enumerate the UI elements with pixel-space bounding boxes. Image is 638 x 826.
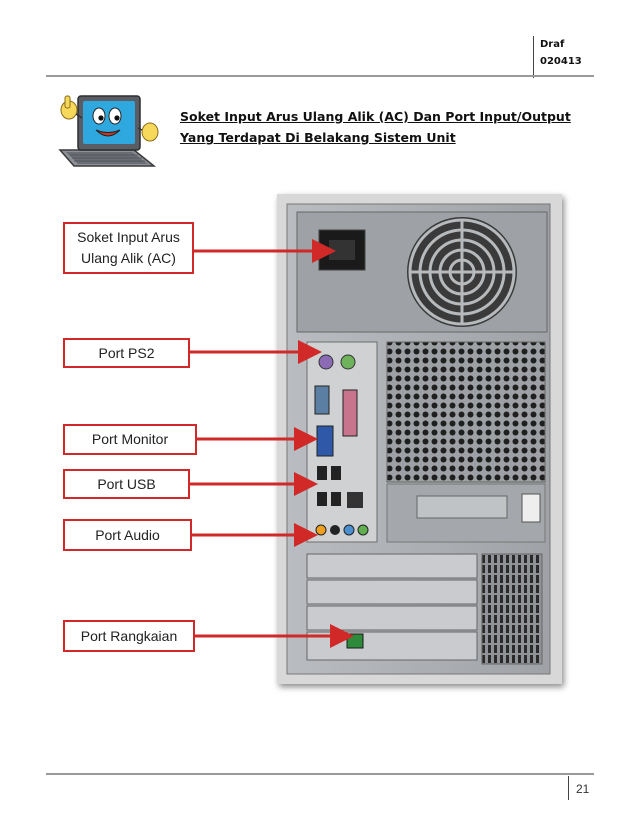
label-port-usb: Port USB (63, 469, 190, 499)
draft-label: Draf (540, 39, 565, 50)
label-port-audio: Port Audio (63, 519, 192, 551)
header-rule (46, 75, 594, 77)
title-line-1: Soket Input Arus Ulang Alik (AC) Dan Por… (180, 109, 571, 124)
title-line-2: Yang Terdapat Di Belakang Sistem Unit (180, 130, 456, 145)
page-title: Soket Input Arus Ulang Alik (AC) Dan Por… (180, 106, 580, 148)
label-port-network: Port Rangkaian (63, 620, 195, 652)
label-network-text: Port Rangkaian (80, 627, 178, 644)
label-port-monitor: Port Monitor (63, 424, 197, 455)
label-ac-line-2: Ulang Alik (AC) (81, 250, 176, 266)
footer-rule (46, 773, 594, 775)
label-ac-socket: Soket Input Arus Ulang Alik (AC) (63, 222, 194, 274)
label-audio-text: Port Audio (95, 526, 160, 543)
laptop-mascot-icon (56, 88, 168, 170)
draft-code: 020413 (540, 56, 582, 67)
page-number: 21 (568, 776, 594, 800)
label-port-ps2: Port PS2 (63, 338, 190, 368)
label-ps2-text: Port PS2 (98, 344, 155, 361)
computer-rear-photo (277, 194, 562, 684)
label-usb-text: Port USB (97, 475, 156, 492)
label-ac-line-1: Soket Input Arus (77, 229, 180, 245)
draft-stamp: Draf 020413 (533, 36, 593, 78)
label-monitor-text: Port Monitor (91, 431, 169, 447)
